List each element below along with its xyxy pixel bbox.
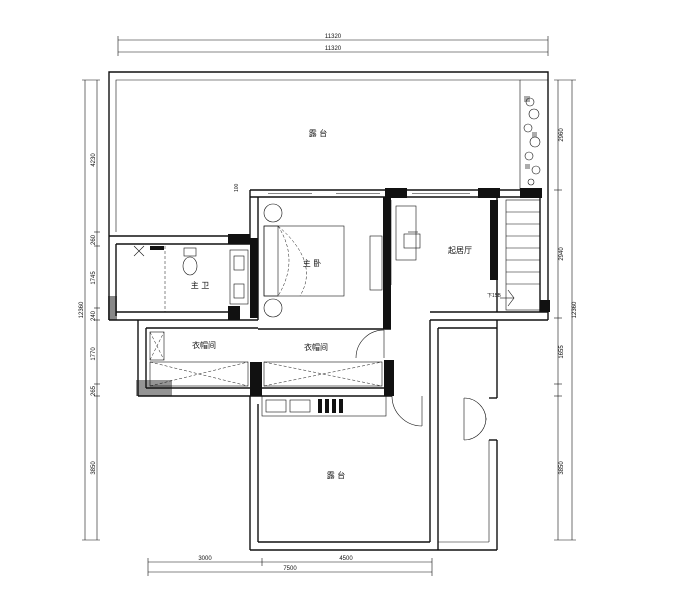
living-furniture <box>395 205 421 261</box>
room-label-master-bedroom: 主 卧 <box>303 258 322 268</box>
dim-bottom-seg-2: 4500 <box>339 556 353 562</box>
sink-icon-2 <box>233 283 245 299</box>
dim-right-seg-1: 2960 <box>559 128 565 142</box>
staircase: 下15B <box>487 199 541 311</box>
building-walls <box>108 188 550 551</box>
bath-fixtures <box>133 245 249 312</box>
dim-right-seg-4: 3850 <box>559 461 565 475</box>
tv-cabinet-icon <box>369 235 383 291</box>
dim-left-seg-3: 1745 <box>91 271 97 285</box>
dim-left-seg-5: 1770 <box>91 347 97 361</box>
right-dimensions: 2960 2940 1655 3850 12360 <box>554 79 578 541</box>
stair-down-label: 下15B <box>487 293 502 299</box>
room-label-closet-right: 衣帽间 <box>304 342 328 352</box>
room-label-closet-left: 衣帽间 <box>192 340 216 350</box>
chair-icon <box>403 233 421 249</box>
nightstand-lamp-icon-2 <box>263 298 283 318</box>
left-dimensions: 12360 4230 260 1745 240 1770 265 3850 <box>79 79 100 541</box>
terrace-top-walls <box>108 71 549 236</box>
room-label-master-bath: 主 卫 <box>191 280 210 290</box>
small-mark-label: 100 <box>234 183 240 192</box>
dim-right-total: 12360 <box>572 301 578 318</box>
dim-top-overall: 11320 <box>325 34 342 40</box>
dim-left-seg-2: 260 <box>91 234 97 245</box>
bottom-dimensions: 3000 4500 7500 <box>147 556 433 576</box>
top-dimensions: 11320 11320 <box>117 34 549 56</box>
dim-left-seg-1: 4230 <box>91 153 97 167</box>
dim-right-seg-3: 1655 <box>559 345 565 359</box>
plant-decoration <box>523 96 541 186</box>
toilet-icon <box>182 256 198 276</box>
dim-right-seg-2: 2940 <box>559 247 565 261</box>
room-labels: 露 台 主 卫 主 卧 起居厅 衣帽间 衣帽间 露 台 100 <box>191 128 472 480</box>
dim-left-total: 12360 <box>79 301 85 318</box>
sink-icon <box>233 255 245 271</box>
dim-bottom-total: 7500 <box>283 566 297 572</box>
dim-left-seg-6: 265 <box>91 385 97 396</box>
nightstand-lamp-icon <box>263 203 283 223</box>
dim-left-seg-7: 3850 <box>91 461 97 475</box>
dim-top-inner: 11320 <box>325 46 342 52</box>
dim-left-seg-4: 240 <box>91 310 97 321</box>
desk-icon <box>395 205 417 261</box>
room-label-terrace-bottom: 露 台 <box>327 470 346 480</box>
room-label-living: 起居厅 <box>448 246 472 255</box>
dim-bottom-seg-1: 3000 <box>198 556 212 562</box>
room-label-terrace-top: 露 台 <box>309 128 328 138</box>
bedroom-furniture <box>263 203 383 318</box>
